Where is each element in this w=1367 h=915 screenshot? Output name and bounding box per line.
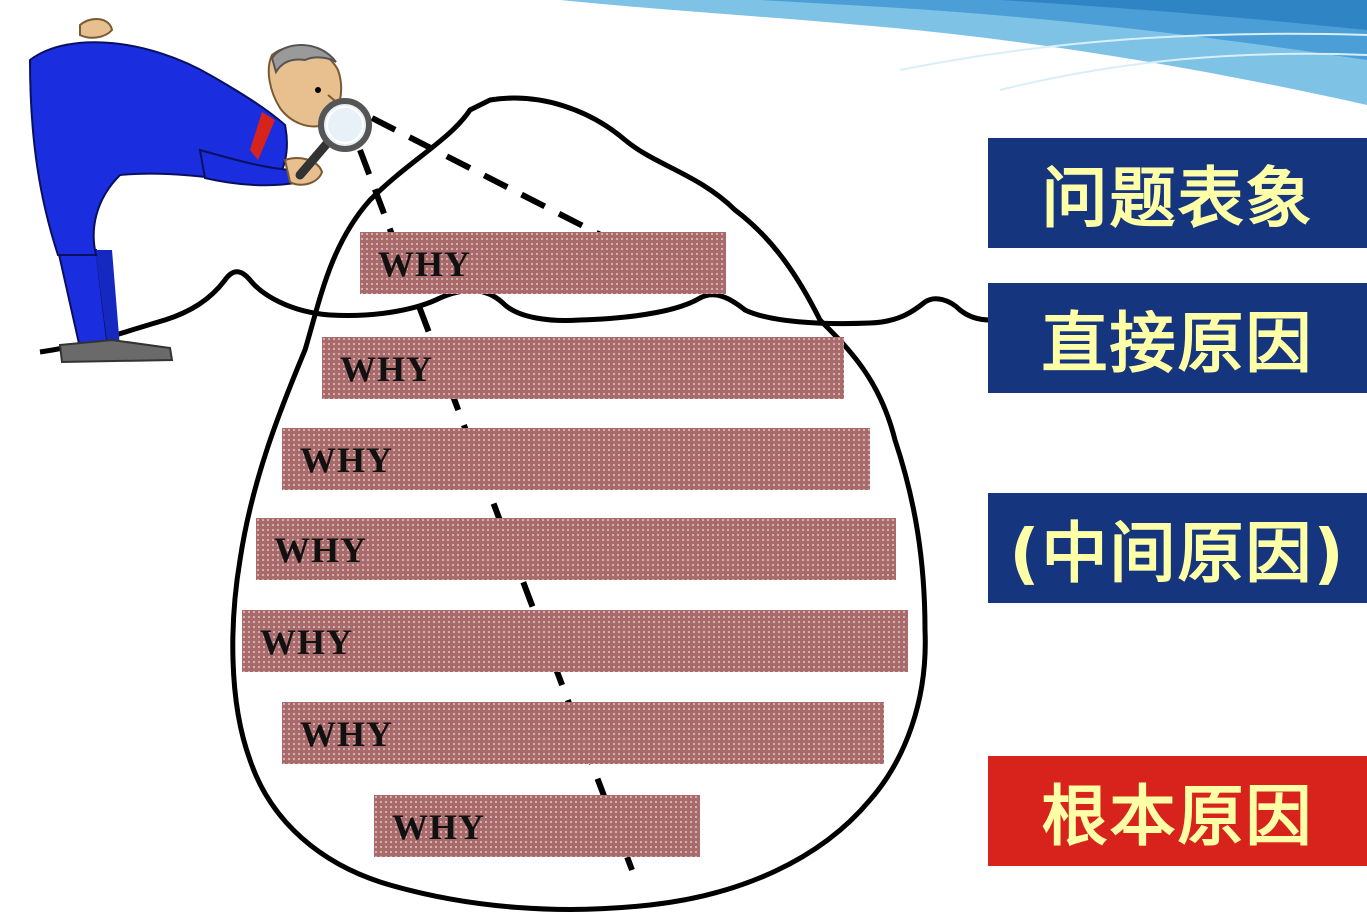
why-label: WHY [340,349,433,389]
layer-label-root-cause: 根本原因 [988,756,1367,866]
waterline [39,269,991,355]
why-label: WHY [300,440,393,480]
sky-swoosh [560,0,1367,105]
layer-label-symptom: 问题表象 [988,138,1367,248]
why-bar: WHY [256,518,896,580]
why-bar: WHY [282,428,870,490]
why-label: WHY [274,530,367,570]
layer-label-direct-cause: 直接原因 [988,283,1367,393]
why-bar: WHY [282,702,884,764]
why-label: WHY [260,622,353,662]
iceberg-outline-icon [230,95,928,912]
inspector-figure-icon [28,18,343,364]
why-bar: WHY [242,610,908,672]
why-bar: WHY [374,795,700,857]
why-bar: WHY [360,232,726,294]
layer-label-intermediate-cause: (中间原因) [988,493,1367,603]
magnifying-glass-icon [295,98,372,180]
why-label: WHY [300,714,393,754]
why-label: WHY [378,244,471,284]
why-bar: WHY [322,337,844,399]
why-label: WHY [392,807,485,847]
